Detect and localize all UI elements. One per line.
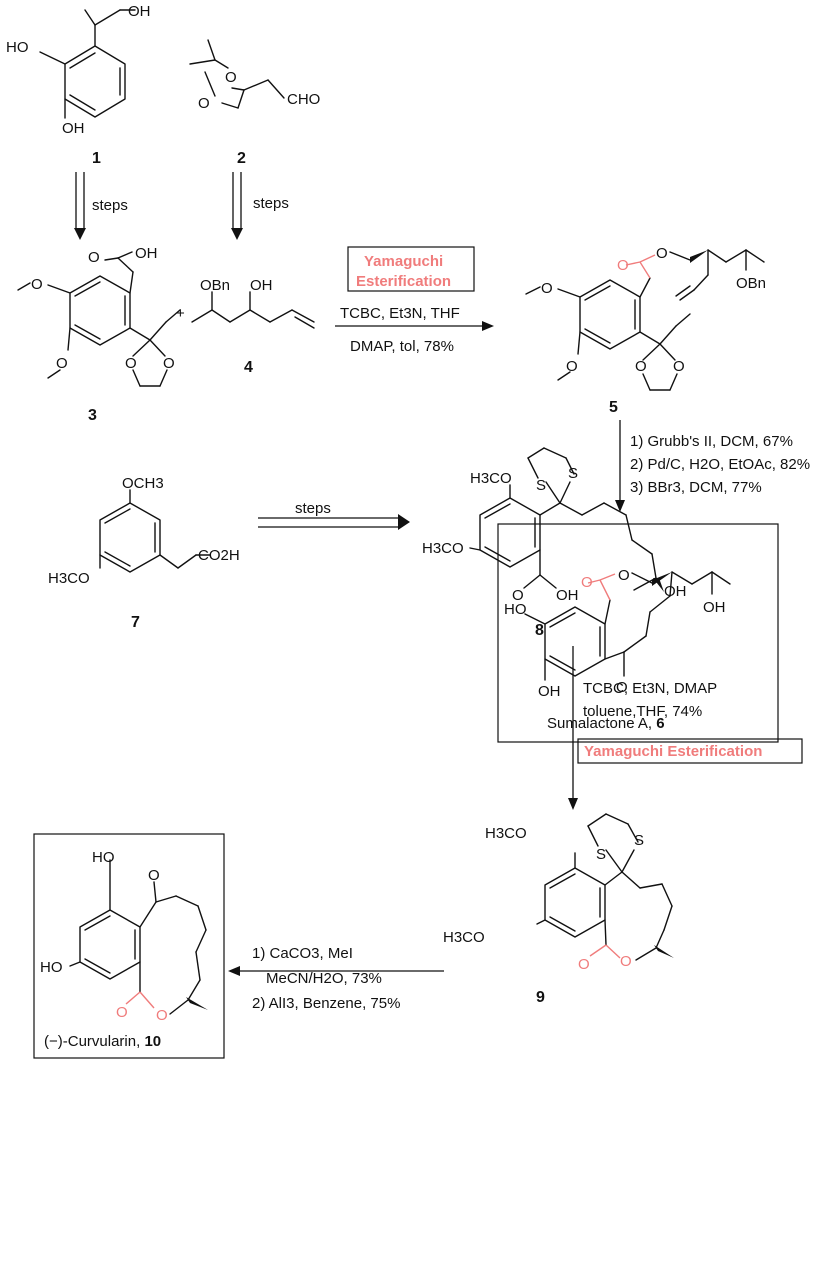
c9-label-o-ester: O: [620, 953, 632, 970]
c5-label-o-methoxy2: O: [566, 358, 578, 375]
c8-label-s1: S: [536, 477, 546, 494]
compound-6: O O HO OH OH O Sumalactone A, 6: [497, 523, 779, 743]
c1-label-ho: HO: [6, 39, 29, 56]
step-label-1: steps: [92, 197, 128, 214]
c4-label-oh: OH: [250, 277, 273, 294]
c3-label-o-ketal2: O: [163, 355, 175, 372]
c10-label-o-carbonyl: O: [116, 1004, 128, 1021]
c6-label-oh-ring: OH: [538, 683, 561, 700]
c6-label-oh-side: OH: [703, 599, 726, 616]
arrow-yamaguchi-1: Yamaguchi Esterification TCBC, Et3N, THF…: [335, 246, 494, 355]
c3-label-oh: OH: [135, 245, 158, 262]
c8-label-oh-acid: OH: [556, 587, 579, 604]
r3-tag-line1: Yamaguchi: [364, 253, 443, 270]
c5-label-o-ketal1: O: [635, 358, 647, 375]
c8-label-oh-side: OH: [664, 583, 687, 600]
c8-label-s2: S: [568, 465, 578, 482]
arrow-steps-3: steps: [258, 500, 410, 530]
plus-sign: +: [176, 305, 185, 322]
arrow-steps-2: steps: [231, 172, 289, 240]
r4-condition-3: 3) BBr3, DCM, 77%: [630, 479, 762, 496]
c8-number: 8: [535, 622, 544, 639]
r4-condition-1: 1) Grubb's II, DCM, 67%: [630, 433, 793, 450]
c9-label-h3co-top: H3CO: [485, 825, 527, 842]
r4-condition-2: 2) Pd/C, H2O, EtOAc, 82%: [630, 456, 810, 473]
c10-label-o-ester: O: [156, 1007, 168, 1024]
c2-label-cho: CHO: [287, 91, 320, 108]
compound-10: HO HO O O O (−)-Curvularin, 10: [33, 833, 225, 1059]
c5-label-o-ester: O: [656, 245, 668, 262]
compound-2: O O CHO 2: [189, 39, 320, 167]
arrow-reaction-4: 1) Grubb's II, DCM, 67% 2) Pd/C, H2O, Et…: [615, 420, 810, 512]
compound-7: OCH3 H3CO CO2H 7: [48, 475, 240, 631]
r3-tag-line2: Esterification: [356, 273, 451, 290]
compound-9: H3CO H3CO S S O O 9: [443, 813, 674, 1006]
c2-label-o1: O: [225, 69, 237, 86]
c9-number: 9: [536, 989, 545, 1006]
c6-name-text: Sumalactone A,: [547, 715, 656, 732]
r6-condition-2: toluene,THF, 74%: [583, 703, 702, 720]
c6-label-o-carbonyl: O: [581, 574, 593, 591]
c5-label-o-ketal2: O: [673, 358, 685, 375]
c7-label-co2h: CO2H: [198, 547, 240, 564]
c2-number: 2: [237, 150, 246, 167]
c7-number: 7: [131, 614, 140, 631]
r3-condition-1: TCBC, Et3N, THF: [340, 305, 460, 322]
c3-label-o-carbonyl: O: [88, 249, 100, 266]
c3-label-o-methoxy1: O: [31, 276, 43, 293]
c8-label-o-acid: O: [512, 587, 524, 604]
c1-label-oh-top: OH: [128, 3, 151, 20]
c10-label-ho-side: HO: [40, 959, 63, 976]
compound-1: OH HO OH 1: [6, 3, 151, 167]
arrow-reaction-7: 1) CaCO3, MeI MeCN/H2O, 73% 2) AlI3, Ben…: [228, 945, 444, 1012]
c3-label-o-methoxy2: O: [56, 355, 68, 372]
c6-label-o-ketone: O: [616, 679, 628, 696]
c6-label-o-ester: O: [618, 567, 630, 584]
c10-number: 10: [144, 1033, 161, 1050]
r7-condition-3: 2) AlI3, Benzene, 75%: [252, 995, 400, 1012]
c7-label-och3: OCH3: [122, 475, 164, 492]
arrow-steps-1: steps: [74, 172, 128, 240]
c1-label-oh-bottom: OH: [62, 120, 85, 137]
r6-condition-1: TCBC, Et3N, DMAP: [583, 680, 717, 697]
c9-label-h3co-side: H3CO: [443, 929, 485, 946]
c5-label-obn: OBn: [736, 275, 766, 292]
c9-label-s2: S: [634, 832, 644, 849]
compound-8: H3CO H3CO S S O OH OH 8: [422, 447, 687, 639]
r7-condition-1: 1) CaCO3, MeI: [252, 945, 353, 962]
r7-condition-2: MeCN/H2O, 73%: [266, 970, 382, 987]
c10-label-o-ketone: O: [148, 867, 160, 884]
c5-label-o-methoxy1: O: [541, 280, 553, 297]
c6-name: Sumalactone A, 6: [547, 715, 665, 732]
c1-number: 1: [92, 150, 101, 167]
c9-label-o-carbonyl: O: [578, 956, 590, 973]
c10-name-text: (−)-Curvularin,: [44, 1033, 144, 1050]
r3-condition-2: DMAP, tol, 78%: [350, 338, 454, 355]
compound-4: OBn OH 4: [191, 277, 315, 376]
c8-label-h3co-side: H3CO: [422, 540, 464, 557]
c3-number: 3: [88, 407, 97, 424]
step-label-3: steps: [295, 500, 331, 517]
c5-label-o-carbonyl: O: [617, 257, 629, 274]
step-label-2: steps: [253, 195, 289, 212]
c6-number: 6: [656, 715, 664, 732]
compound-5: O O OBn O O O O 5: [525, 245, 766, 416]
c2-label-o2: O: [198, 95, 210, 112]
c4-number: 4: [244, 359, 253, 376]
c5-number: 5: [609, 399, 618, 416]
c9-label-s1: S: [596, 846, 606, 863]
r6-tag: Yamaguchi Esterification: [584, 743, 762, 760]
c3-label-o-ketal1: O: [125, 355, 137, 372]
c10-label-ho-top: HO: [92, 849, 115, 866]
c7-label-h3co: H3CO: [48, 570, 90, 587]
arrow-yamaguchi-2: TCBC, Et3N, DMAP toluene,THF, 74% Yamagu…: [568, 646, 803, 810]
c8-label-h3co-top: H3CO: [470, 470, 512, 487]
compound-3: OH O O O O O 3: [17, 245, 181, 424]
c4-label-obn: OBn: [200, 277, 230, 294]
c6-label-ho: HO: [504, 601, 527, 618]
c10-name: (−)-Curvularin, 10: [44, 1033, 161, 1050]
